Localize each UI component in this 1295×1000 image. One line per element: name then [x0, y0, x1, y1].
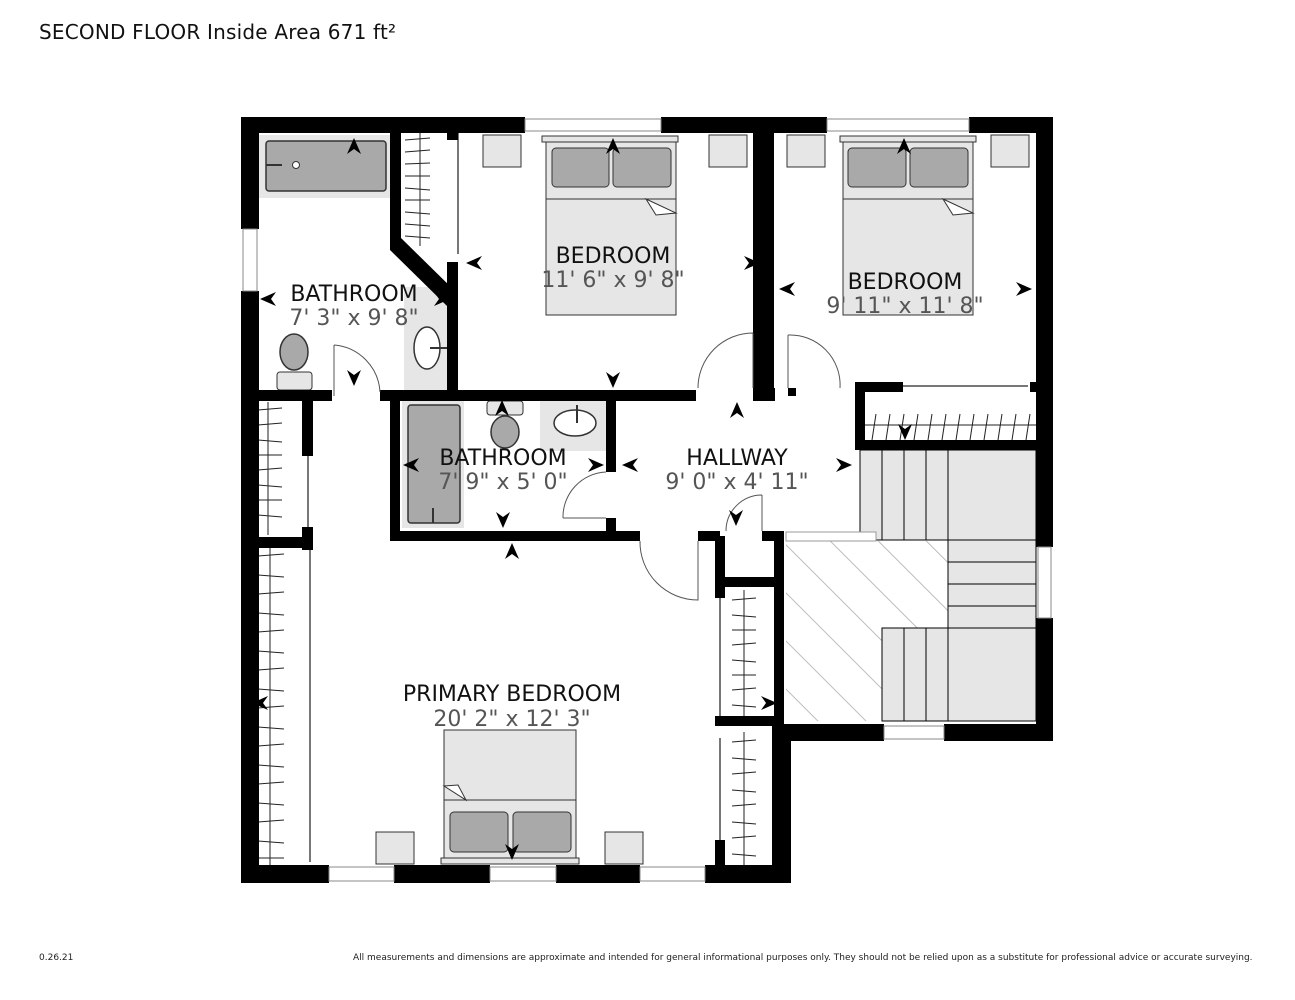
stairwell: [785, 449, 1037, 722]
bed-2: [786, 134, 1030, 316]
svg-text:11' 6" x 9' 8": 11' 6" x 9' 8": [541, 268, 684, 293]
sink-1: [404, 287, 450, 390]
room-label-bathroom-1: BATHROOM 7' 3" x 9' 8": [289, 282, 418, 331]
svg-text:20' 2" x 12' 3": 20' 2" x 12' 3": [433, 707, 590, 732]
sliding-doors: [307, 132, 1028, 862]
sink-2: [540, 401, 606, 451]
svg-text:7' 9" x 5' 0": 7' 9" x 5' 0": [438, 470, 567, 495]
svg-text:BEDROOM: BEDROOM: [556, 244, 671, 269]
bathtub-2: [402, 400, 464, 528]
version-label: 0.26.21: [39, 953, 74, 963]
svg-text:7' 3" x 9' 8": 7' 3" x 9' 8": [289, 306, 418, 331]
bed-primary: [375, 729, 644, 865]
room-label-bathroom-2: BATHROOM 7' 9" x 5' 0": [438, 446, 567, 495]
bed-1: [482, 134, 748, 316]
floor-title: SECOND FLOOR Inside Area 671 ft²: [39, 20, 397, 44]
disclaimer-text: All measurements and dimensions are appr…: [353, 953, 1253, 963]
svg-text:BEDROOM: BEDROOM: [848, 270, 963, 295]
doors: [333, 332, 841, 601]
svg-text:9' 0" x 4' 11": 9' 0" x 4' 11": [665, 470, 808, 495]
bathtub-1: [259, 135, 391, 198]
svg-text:HALLWAY: HALLWAY: [686, 446, 788, 471]
toilet-1: [276, 333, 313, 391]
svg-text:9' 11" x 11' 8": 9' 11" x 11' 8": [826, 294, 983, 319]
svg-text:BATHROOM: BATHROOM: [439, 446, 566, 471]
windows: [242, 118, 1052, 882]
room-label-bedroom-2: BEDROOM 9' 11" x 11' 8": [826, 270, 983, 319]
closet-hangers: [257, 137, 1031, 859]
svg-text:PRIMARY BEDROOM: PRIMARY BEDROOM: [403, 682, 621, 707]
room-label-primary-bedroom: PRIMARY BEDROOM 20' 2" x 12' 3": [403, 682, 621, 732]
room-label-bedroom-1: BEDROOM 11' 6" x 9' 8": [541, 244, 684, 293]
room-label-hallway: HALLWAY 9' 0" x 4' 11": [665, 446, 808, 495]
walls: [241, 117, 1053, 883]
svg-text:BATHROOM: BATHROOM: [290, 282, 417, 307]
